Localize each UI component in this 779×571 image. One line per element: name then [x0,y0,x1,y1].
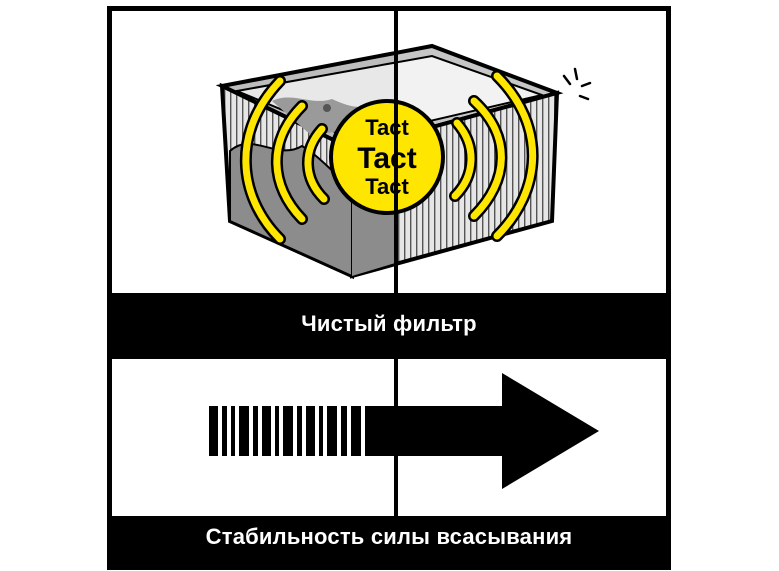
bottom-caption: Стабильность силы всасывания [205,524,573,549]
tact-badge-icon: Tact Tact Tact [329,99,445,215]
barcode-stripes-icon [209,406,394,456]
barcode-arrow-graphic [209,373,599,489]
shake-spark-icon [562,67,592,101]
suction-panel [112,359,666,516]
filter-box-icon: Tact Tact Tact [215,43,592,280]
top-caption: Чистый фильтр [301,311,477,336]
badge-line-1: Tact [365,115,409,140]
illustration-frame: Tact Tact Tact Чистый фильтр [107,6,671,570]
badge-line-2: Tact [357,142,416,175]
arrow-right-icon [394,373,599,489]
clean-filter-panel: Tact Tact Tact [112,11,666,293]
badge-line-3: Tact [365,174,409,199]
panel-divider [394,11,398,293]
